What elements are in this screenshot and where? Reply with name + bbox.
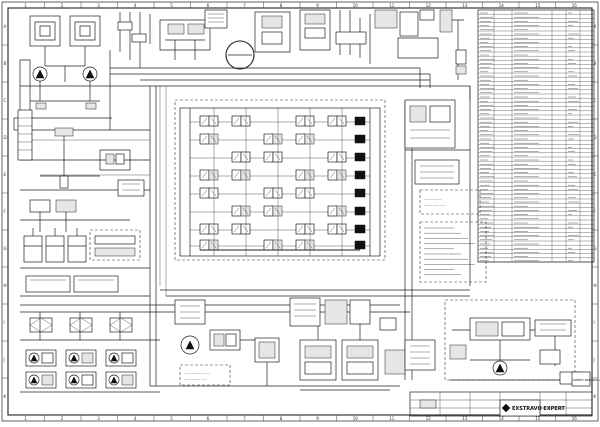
row-label: I xyxy=(594,320,595,325)
parts-list-table xyxy=(477,9,595,263)
valve-symbol xyxy=(81,374,94,386)
row-label: G xyxy=(4,246,7,251)
row-label: J xyxy=(593,357,595,362)
row-label: C xyxy=(4,98,7,103)
accumulator-symbol xyxy=(225,40,255,70)
solenoid-symbol xyxy=(354,188,366,198)
column-label: 12 xyxy=(426,3,432,8)
row-label: J xyxy=(3,357,5,362)
solenoid-symbol xyxy=(354,134,366,144)
bottom-right-valve-cluster xyxy=(289,297,436,391)
column-label: 7 xyxy=(243,3,246,8)
row-label: I xyxy=(4,320,5,325)
main-control-valve-block xyxy=(174,99,386,261)
column-label: 14 xyxy=(499,416,505,421)
column-label: 5 xyxy=(170,3,173,8)
solenoid-symbol xyxy=(354,224,366,234)
left-cylinder-bank xyxy=(20,228,150,297)
valve-symbol xyxy=(41,352,54,364)
cylinder-symbol xyxy=(45,235,65,263)
valve-symbol xyxy=(81,352,94,364)
column-label: 8 xyxy=(280,416,283,421)
svg-text:—— ——— ———: —— ——— ——— xyxy=(184,371,210,375)
column-label: 3 xyxy=(97,416,100,421)
filter-symbol xyxy=(29,317,53,333)
row-label: D xyxy=(594,135,597,140)
solenoid-symbol xyxy=(354,170,366,180)
column-label: 2 xyxy=(61,416,64,421)
row-label: H xyxy=(4,283,7,288)
row-label: K xyxy=(4,394,7,399)
row-label: F xyxy=(594,209,597,214)
row-label: K xyxy=(594,394,597,399)
column-label: 10 xyxy=(353,3,359,8)
column-label: 2 xyxy=(61,3,64,8)
row-label: A xyxy=(594,24,597,29)
left-actuator-group xyxy=(17,109,145,232)
column-label: 14 xyxy=(499,3,505,8)
title-stamp: EXSTRAVO EXPERT xyxy=(512,406,565,412)
column-labels: 1122334455667788991010111112121313141415… xyxy=(24,3,577,421)
column-label: 16 xyxy=(572,416,578,421)
pump-group-top-left xyxy=(13,15,112,131)
column-label: 1 xyxy=(24,416,27,421)
solenoid-symbol xyxy=(354,240,366,250)
main-pipelines xyxy=(20,67,471,387)
column-label: 9 xyxy=(316,416,319,421)
svg-text:————— ——: ————— —— xyxy=(424,203,446,207)
column-label: 13 xyxy=(462,3,468,8)
cylinder-symbol xyxy=(67,235,87,263)
svg-text:——————: —————— xyxy=(424,197,442,201)
column-label: 6 xyxy=(207,416,210,421)
column-label: 16 xyxy=(572,3,578,8)
column-label: 12 xyxy=(426,416,432,421)
column-label: 5 xyxy=(170,416,173,421)
row-label: H xyxy=(594,283,597,288)
valve-symbol xyxy=(121,352,134,364)
valve-symbol xyxy=(121,374,134,386)
column-label: 11 xyxy=(389,416,395,421)
column-label: 1 xyxy=(24,3,27,8)
title-stamp-alt: GEBIET BERGBAU xyxy=(573,378,600,382)
row-label: E xyxy=(4,172,7,177)
svg-text:—— ——— ——: —— ——— —— xyxy=(184,377,207,381)
column-label: 6 xyxy=(207,3,210,8)
row-label: C xyxy=(594,98,597,103)
column-label: 15 xyxy=(535,3,541,8)
solenoid-symbol xyxy=(354,206,366,216)
column-label: 8 xyxy=(280,3,283,8)
column-label: 9 xyxy=(316,3,319,8)
bottom-left-motor-group xyxy=(20,312,160,393)
cylinder-symbol xyxy=(23,235,43,263)
row-label: B xyxy=(4,61,7,66)
column-label: 4 xyxy=(134,3,137,8)
column-label: 7 xyxy=(243,416,246,421)
right-middle-components: —————— ————— —— xyxy=(404,86,487,283)
row-label: G xyxy=(594,246,597,251)
filter-symbol xyxy=(109,317,133,333)
column-label: 11 xyxy=(389,3,395,8)
steering-circuit xyxy=(444,299,583,385)
row-label: E xyxy=(594,172,597,177)
filter-symbol xyxy=(69,317,93,333)
column-label: 13 xyxy=(462,416,468,421)
solenoid-symbol xyxy=(354,152,366,162)
valve-symbol xyxy=(41,374,54,386)
column-label: 10 xyxy=(353,416,359,421)
top-valve-cluster xyxy=(117,9,467,80)
column-label: 15 xyxy=(535,416,541,421)
row-labels: A A B B C C D D E E F F G G H H I I J J K K xyxy=(3,24,597,399)
row-label: F xyxy=(4,209,7,214)
column-label: 3 xyxy=(97,3,100,8)
row-label: A xyxy=(4,24,7,29)
row-label: B xyxy=(594,61,597,66)
row-label: D xyxy=(4,135,7,140)
solenoid-symbol xyxy=(354,116,366,126)
bottom-center-devices: —— ——— ——— —— ——— —— xyxy=(174,299,280,386)
column-label: 4 xyxy=(134,416,137,421)
title-block: EXSTRAVO EXPERT GEBIET BERGBAU xyxy=(409,371,600,417)
border-grid xyxy=(2,2,598,421)
